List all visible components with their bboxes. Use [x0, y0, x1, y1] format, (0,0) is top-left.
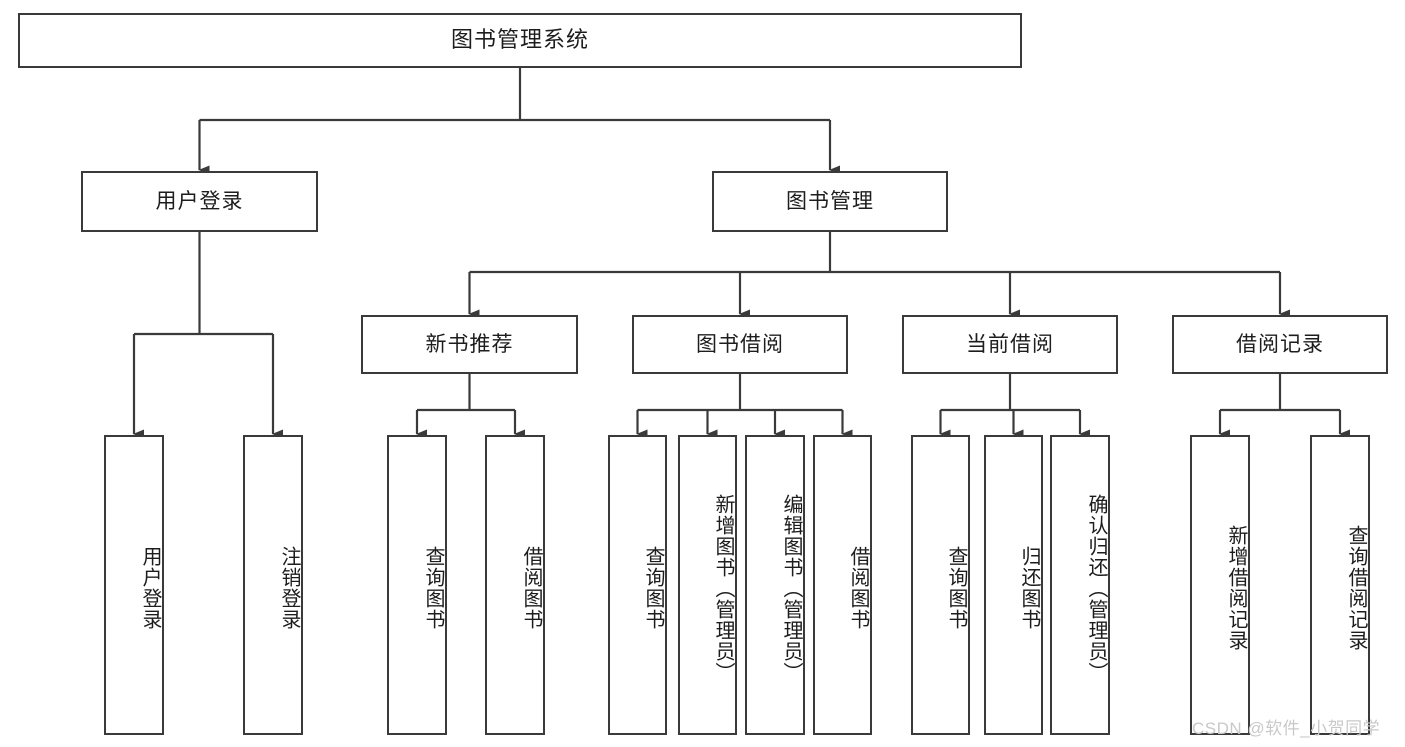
node-label: 借阅图书	[520, 546, 542, 630]
node-label: 编辑图书（管理员）	[780, 493, 802, 683]
node-label: 确认归还（管理员）	[1085, 493, 1107, 683]
node-label: 新增图书（管理员）	[712, 493, 734, 683]
node-book-management[interactable]: 图书管理	[712, 171, 948, 232]
leaf-user-logout[interactable]: 注销登录	[243, 435, 303, 735]
node-new-book-recommend[interactable]: 新书推荐	[361, 315, 578, 374]
node-label: 图书借阅	[696, 332, 784, 356]
node-book-borrow[interactable]: 图书借阅	[632, 315, 848, 374]
node-label: 查询借阅记录	[1345, 525, 1367, 651]
node-label: 查询图书	[422, 546, 444, 630]
node-label: 查询图书	[945, 546, 967, 630]
node-current-borrow[interactable]: 当前借阅	[902, 315, 1118, 374]
node-label: 注销登录	[278, 546, 300, 630]
node-label: 图书管理系统	[450, 27, 589, 53]
node-root-book-management-system[interactable]: 图书管理系统	[18, 13, 1022, 68]
leaf-borrow-do-borrow[interactable]: 借阅图书	[813, 435, 872, 735]
node-label: 当前借阅	[966, 332, 1054, 356]
leaf-record-add[interactable]: 新增借阅记录	[1190, 435, 1250, 735]
leaf-current-query-book[interactable]: 查询图书	[911, 435, 970, 735]
leaf-borrow-add-book-admin[interactable]: 新增图书（管理员）	[678, 435, 737, 735]
node-label: 图书管理	[786, 189, 874, 213]
leaf-new-book-borrow[interactable]: 借阅图书	[485, 435, 545, 735]
leaf-new-book-query[interactable]: 查询图书	[387, 435, 447, 735]
node-label: 查询图书	[642, 546, 664, 630]
leaf-record-query[interactable]: 查询借阅记录	[1310, 435, 1370, 735]
node-label: 新增借阅记录	[1225, 525, 1247, 651]
leaf-borrow-query-book[interactable]: 查询图书	[608, 435, 667, 735]
node-label: 借阅记录	[1236, 332, 1324, 356]
node-label: 借阅图书	[847, 546, 869, 630]
watermark: CSDN @软件_小贺同学	[1192, 719, 1381, 738]
node-label: 用户登录	[139, 546, 161, 630]
leaf-borrow-edit-book-admin[interactable]: 编辑图书（管理员）	[745, 435, 805, 735]
leaf-user-login[interactable]: 用户登录	[104, 435, 164, 735]
node-label: 归还图书	[1018, 546, 1040, 630]
node-borrow-record[interactable]: 借阅记录	[1172, 315, 1388, 374]
leaf-current-return-book[interactable]: 归还图书	[984, 435, 1043, 735]
node-label: 新书推荐	[425, 332, 514, 356]
leaf-current-confirm-return-admin[interactable]: 确认归还（管理员）	[1050, 435, 1110, 735]
node-label: 用户登录	[155, 189, 244, 213]
node-user-login[interactable]: 用户登录	[81, 171, 318, 232]
